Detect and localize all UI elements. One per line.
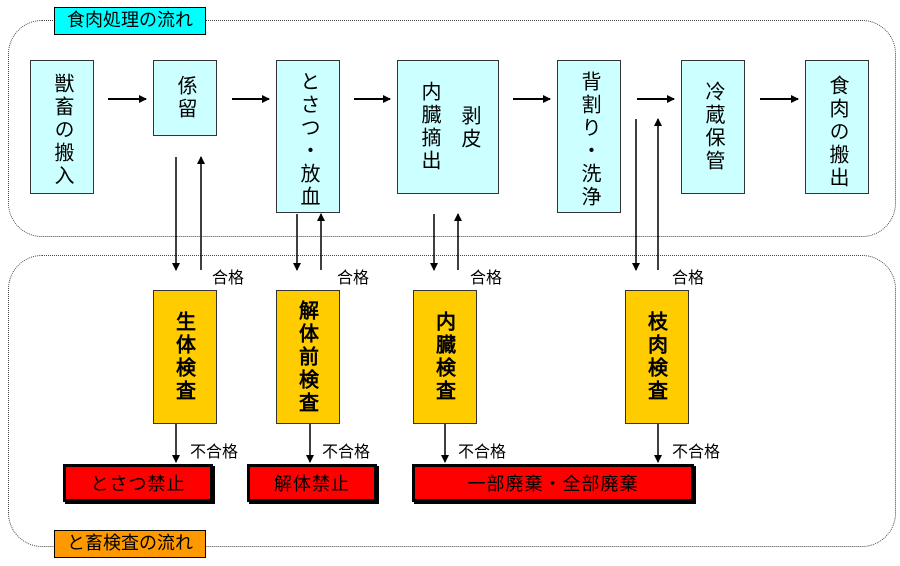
- step-holding: 係留: [153, 60, 217, 136]
- fail-label: 不合格: [672, 442, 721, 461]
- step-slaughter-bleeding: とさつ・放血: [276, 60, 340, 213]
- meat-process-title: 食肉処理の流れ: [54, 7, 206, 35]
- pass-label: 合格: [672, 268, 705, 287]
- inspection-live-animal: 生体検査: [153, 290, 217, 424]
- step-label: 冷蔵保管: [702, 81, 726, 173]
- result-partial-total-disposal: 一部廃棄・全部廃棄: [412, 464, 694, 502]
- inspection-label: 内臓検査: [432, 311, 457, 403]
- pass-label: 合格: [337, 268, 370, 287]
- step-animal-intake: 獣畜の搬入: [30, 60, 94, 194]
- fail-label: 不合格: [322, 442, 371, 461]
- step-label: 背割り・洗浄: [578, 71, 602, 209]
- step-label-skinning: 剥皮: [458, 105, 482, 151]
- step-label: 係留: [174, 75, 198, 121]
- fail-label: 不合格: [190, 442, 239, 461]
- inspection-label: 解体前検査: [295, 299, 320, 415]
- pass-label: 合格: [212, 268, 245, 287]
- inspection-flow-title: と畜検査の流れ: [54, 530, 206, 558]
- step-cold-storage: 冷蔵保管: [681, 60, 745, 194]
- step-label: 食肉の搬出: [826, 75, 850, 190]
- step-label: とさつ・放血: [297, 71, 321, 209]
- meat-process-frame: [8, 20, 896, 237]
- step-label: 獣畜の搬入: [51, 73, 75, 188]
- step-skinning-evisceration: 剥皮 内臓摘出: [397, 60, 499, 194]
- step-splitting-washing: 背割り・洗浄: [557, 60, 621, 213]
- inspection-label: 生体検査: [172, 311, 197, 403]
- step-meat-shipment: 食肉の搬出: [805, 60, 869, 194]
- fail-label: 不合格: [458, 442, 507, 461]
- result-slaughter-prohibited: とさつ禁止: [63, 464, 213, 502]
- inspection-viscera: 内臓検査: [413, 290, 477, 424]
- pass-label: 合格: [470, 268, 503, 287]
- step-label-evisceration: 内臓摘出: [418, 81, 442, 173]
- result-dressing-prohibited: 解体禁止: [247, 464, 377, 502]
- inspection-pre-dressing: 解体前検査: [276, 290, 340, 424]
- inspection-frame: [8, 255, 896, 547]
- inspection-label: 枝肉検査: [644, 311, 669, 403]
- inspection-carcass: 枝肉検査: [625, 290, 689, 424]
